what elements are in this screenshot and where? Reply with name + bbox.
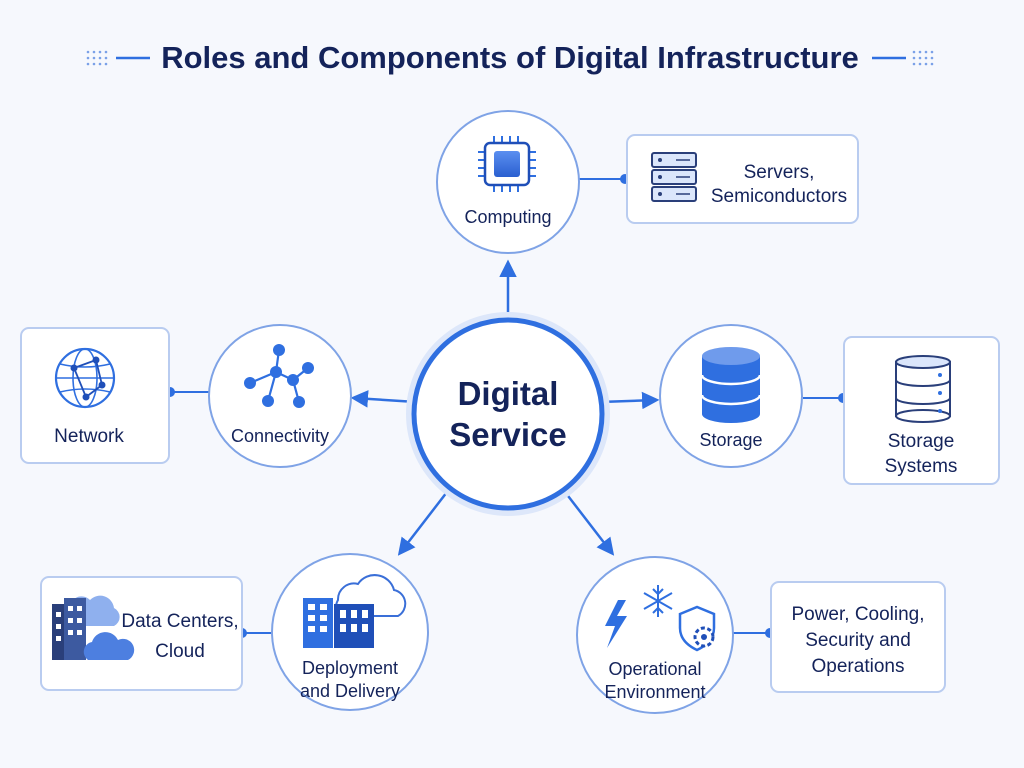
- box-datacenters: Data Centers, Cloud: [40, 576, 243, 691]
- box-storage-systems-label-line1: Storage: [888, 431, 955, 452]
- power-cooling-security-icon: [605, 585, 716, 652]
- database-icon: [700, 347, 762, 423]
- node-deployment: Deployment and Delivery: [271, 553, 429, 711]
- page-title: Roles and Components of Digital Infrastr…: [161, 40, 859, 75]
- datacenter-cloud-icon: [52, 595, 135, 660]
- node-computing: Computing: [436, 110, 580, 254]
- center-ring: [411, 317, 605, 511]
- box-network-label: Network: [54, 426, 124, 447]
- box-power-label-line2: Security and: [805, 630, 911, 651]
- center-label-line1: Digital: [458, 375, 559, 412]
- server-rack-icon: [651, 152, 697, 202]
- box-servers: Servers, Semiconductors: [626, 134, 859, 224]
- storage-drum-icon: [895, 355, 951, 423]
- building-cloud-icon: [303, 574, 407, 648]
- arrow-to-connectivity: [350, 390, 417, 408]
- node-connectivity: Connectivity: [208, 324, 352, 468]
- arrow-to-operational: [564, 491, 615, 556]
- box-servers-label-line2: Semiconductors: [711, 186, 847, 207]
- box-power-label-line1: Power, Cooling,: [791, 604, 924, 625]
- center-node: Digital Service: [406, 312, 610, 516]
- lightning-bolt-icon: [605, 600, 627, 648]
- arrow-to-storage: [599, 391, 660, 410]
- box-datacenters-label-line2: Cloud: [155, 641, 205, 662]
- arrow-to-deployment: [397, 491, 448, 556]
- node-deployment-label-line2: and Delivery: [300, 681, 400, 701]
- node-operational: Operational Environment: [576, 556, 734, 714]
- node-operational-label-line2: Environment: [604, 682, 705, 702]
- node-deployment-label-line1: Deployment: [302, 658, 398, 678]
- center-label-line2: Service: [449, 416, 566, 453]
- box-storage-systems: Storage Systems: [843, 336, 1000, 485]
- box-power: Power, Cooling, Security and Operations: [770, 581, 946, 693]
- snowflake-icon: [643, 585, 673, 617]
- cpu-chip-icon: [478, 136, 536, 192]
- box-power-label-line3: Operations: [812, 656, 905, 677]
- title-decoration-right: [872, 50, 934, 66]
- title-decoration-left: [86, 50, 150, 66]
- node-operational-label-line1: Operational: [608, 659, 701, 679]
- box-servers-label-line1: Servers,: [744, 162, 815, 183]
- node-connectivity-label: Connectivity: [231, 426, 329, 446]
- node-storage-label: Storage: [699, 430, 762, 450]
- network-nodes-icon: [244, 344, 314, 408]
- gear-icon: [693, 626, 715, 648]
- box-datacenters-label-line1: Data Centers,: [121, 611, 238, 632]
- box-network: Network: [20, 327, 170, 464]
- globe-network-icon: [54, 347, 116, 409]
- box-storage-systems-label-line2: Systems: [885, 456, 958, 477]
- node-storage: Storage: [659, 324, 803, 468]
- node-computing-label: Computing: [464, 207, 551, 227]
